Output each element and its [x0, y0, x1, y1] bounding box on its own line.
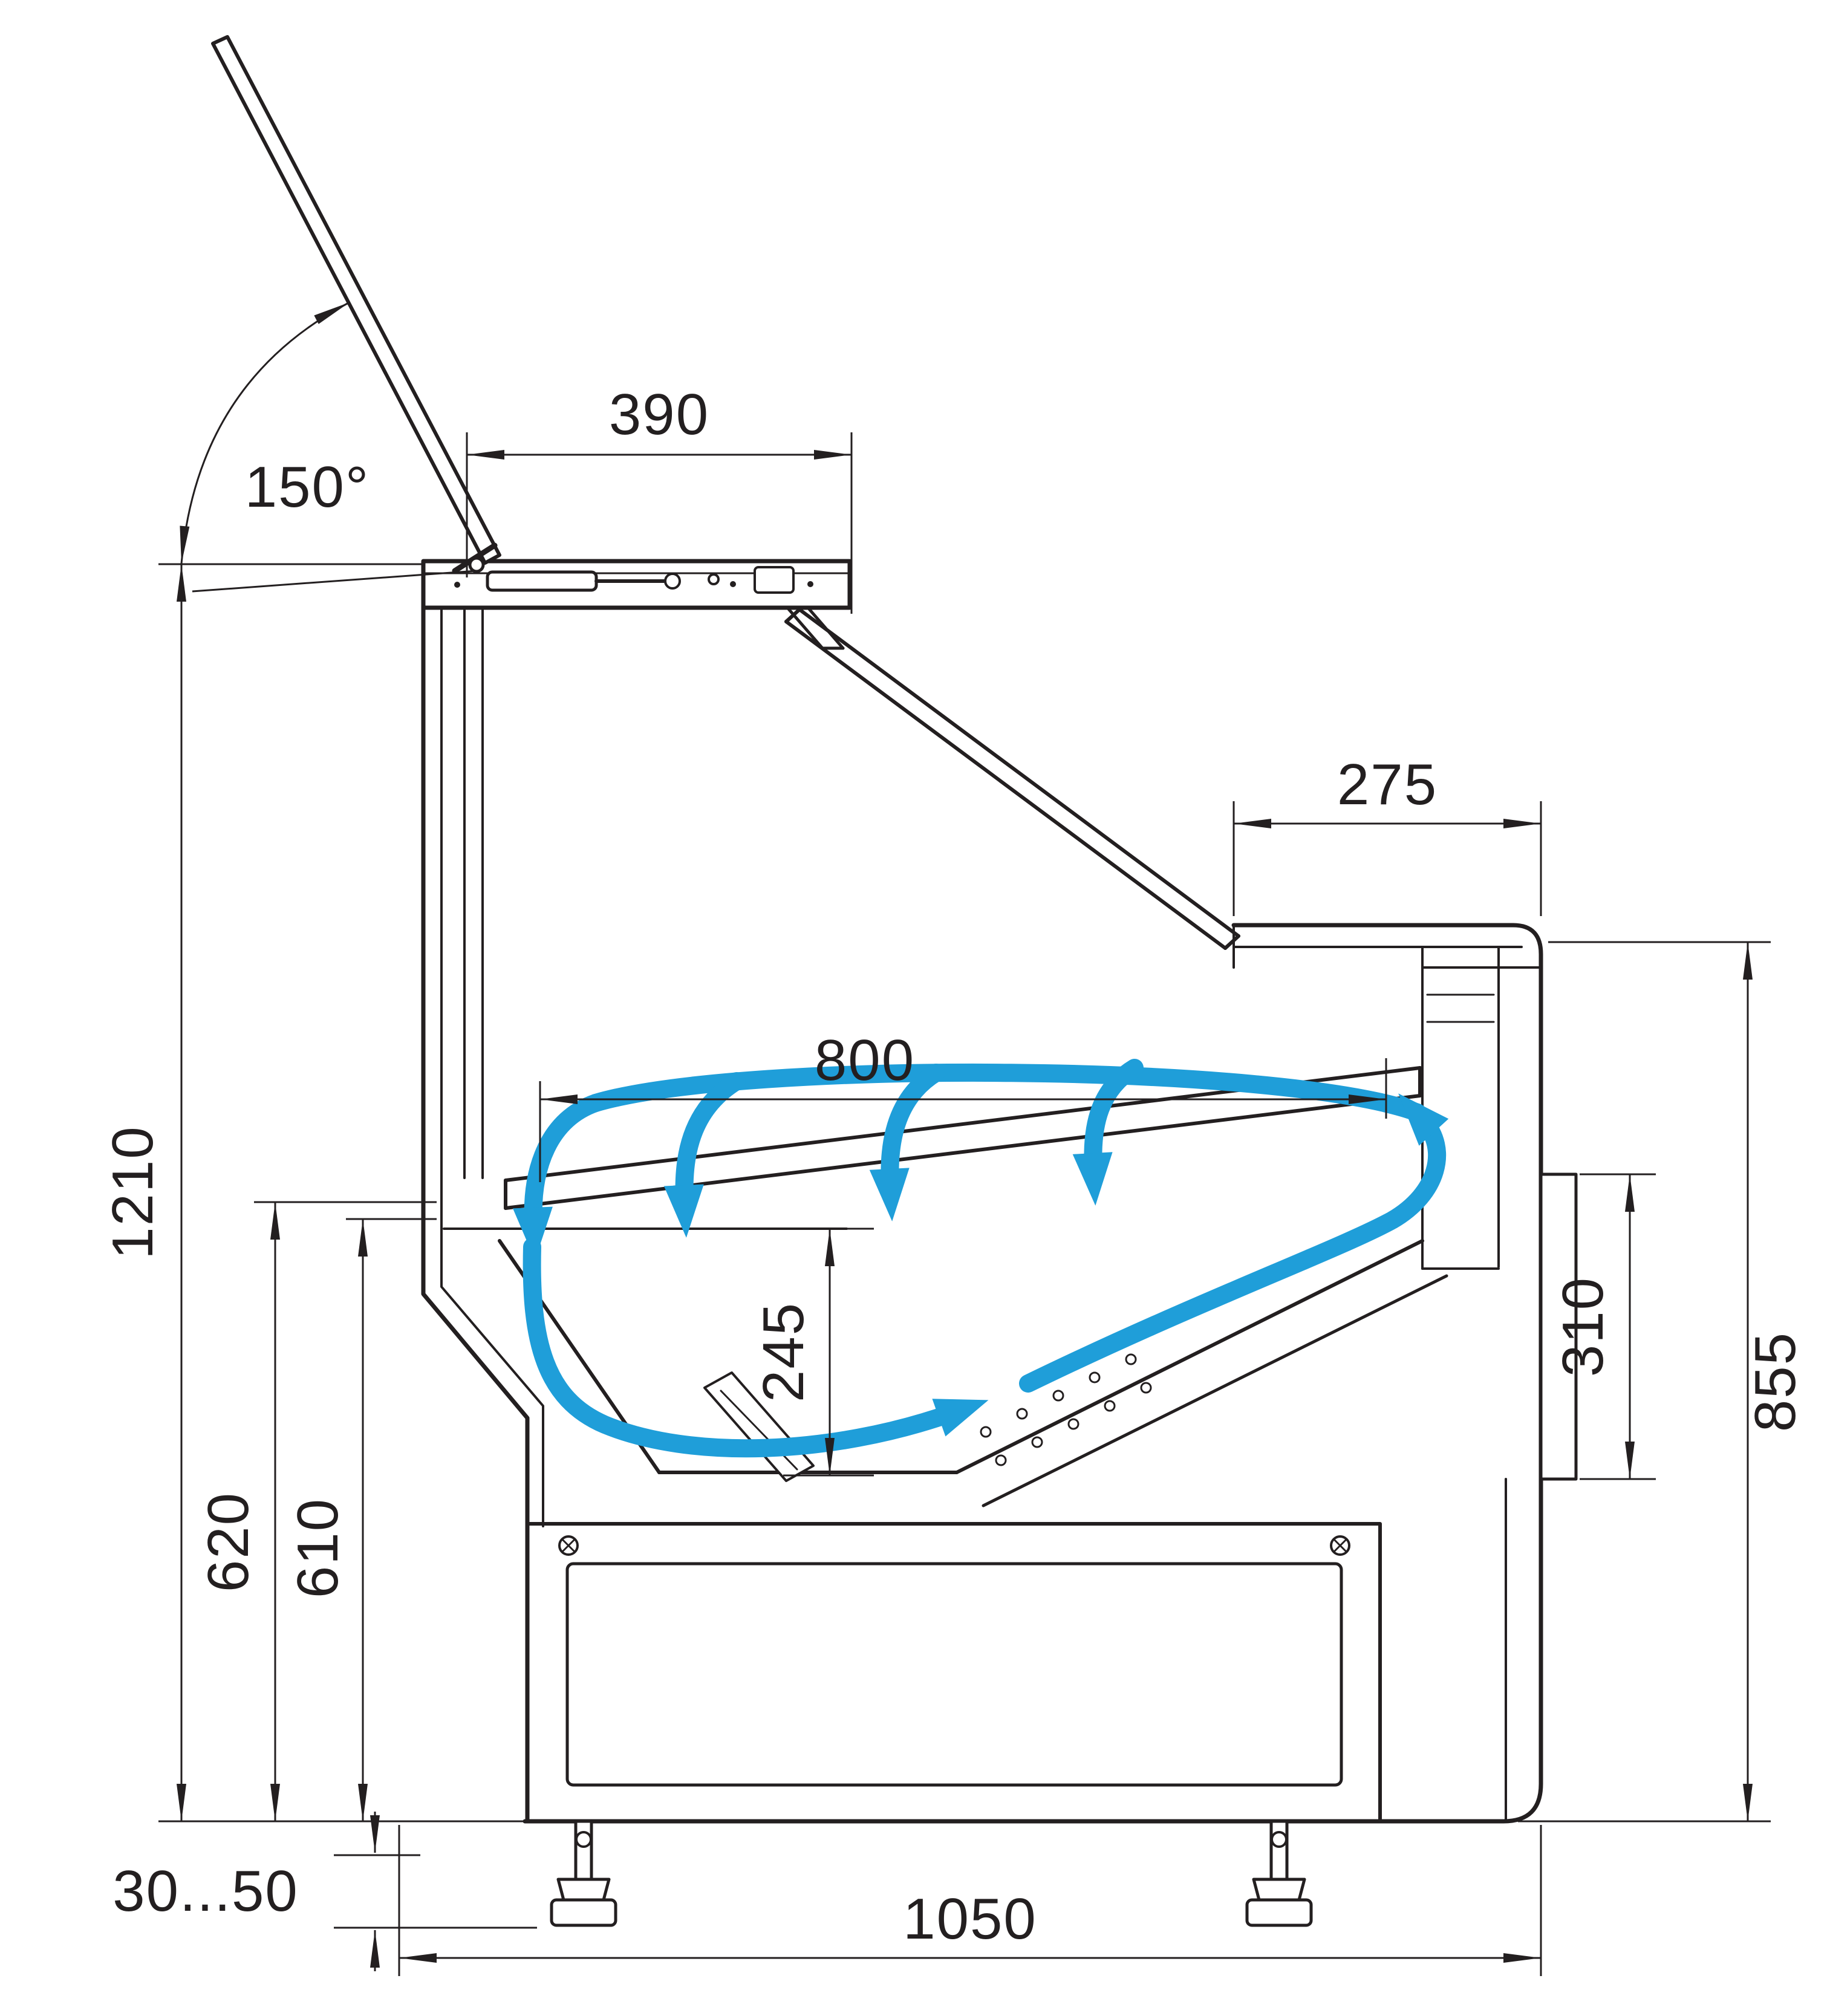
lid-latch [754, 566, 795, 594]
left-height-outer-dimension-label: 620 [196, 1492, 261, 1592]
dimension-well-depth: 245 [751, 1227, 874, 1477]
dimension-side-panel-height: 310 [1551, 1173, 1656, 1480]
base-depth-dimension-label: 1050 [903, 1887, 1037, 1951]
base-box [526, 1522, 1382, 1823]
side-panel-height-dimension-label: 310 [1551, 1276, 1615, 1377]
dimension-display-opening: 800 [539, 1028, 1387, 1182]
airflow-branch-3 [1072, 1059, 1144, 1206]
base-screws [558, 1535, 1350, 1556]
right-body-profile [523, 923, 1543, 1824]
dimension-counter-depth: 275 [1232, 752, 1542, 916]
hinge-pivot [468, 556, 485, 573]
dimension-lid-depth: 390 [466, 382, 853, 614]
airflow-branch-1 [663, 1072, 746, 1238]
sloped-glass-edge [798, 608, 1240, 938]
counter-depth-dimension-label: 275 [1337, 752, 1438, 817]
lid-angle-dimension-label: 150° [245, 455, 370, 519]
gas-strut-body [486, 570, 598, 592]
side-service-panel [1539, 1172, 1578, 1481]
dimension-base-depth: 1050 [398, 1825, 1542, 1976]
airflow-top-arc [587, 1063, 1427, 1122]
airflow-left-descent [512, 1094, 605, 1260]
fan-duct-slope [955, 1239, 1424, 1474]
airflow-duct-rise [1019, 1093, 1449, 1393]
left-wall [421, 605, 530, 1824]
airflow-arrows [512, 1059, 1449, 1458]
overall-height-dimension-label: 1210 [100, 1125, 165, 1260]
dimension-body-height: 855 [1518, 941, 1808, 1823]
cabinet-outline [211, 35, 1578, 1927]
dimension-annotations: 150° 390 275 800 1210 620 [100, 301, 1808, 1976]
dimension-left-height-inner: 610 [285, 1218, 437, 1821]
dimension-left-height-outer: 620 [196, 1201, 437, 1821]
dimension-leg-adjust-range: 30...50 [112, 1812, 537, 1971]
base-panel [565, 1562, 1343, 1787]
adjustable-foot-right [1245, 1819, 1313, 1927]
body-height-dimension-label: 855 [1743, 1332, 1808, 1432]
adjustable-foot-left [550, 1819, 617, 1927]
dimension-overall-height: 1210 [100, 563, 525, 1823]
left-height-inner-dimension-label: 610 [285, 1498, 350, 1598]
opened-front-glass [211, 35, 501, 565]
dimension-lid-angle: 150° [180, 301, 477, 593]
lid-depth-dimension-label: 390 [609, 382, 709, 447]
airflow-branch-2 [869, 1064, 945, 1221]
display-opening-dimension-label: 800 [815, 1028, 915, 1093]
leg-adjust-range-dimension-label: 30...50 [112, 1859, 299, 1923]
airflow-bottom-run [523, 1238, 989, 1458]
well-depth-dimension-label: 245 [751, 1302, 816, 1402]
